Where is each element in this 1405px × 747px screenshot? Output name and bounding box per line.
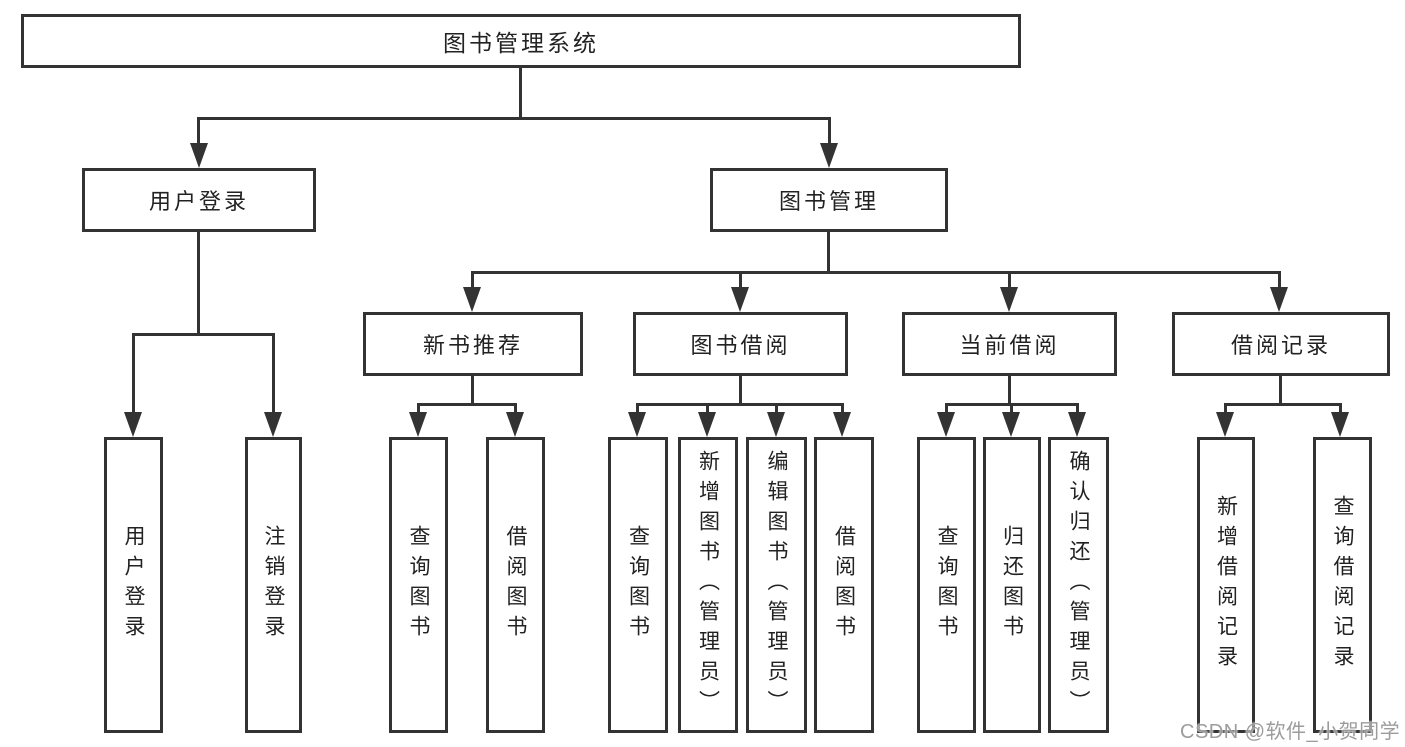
- leaf-add-borrow-record: 新增借阅记录: [1197, 437, 1255, 733]
- connector-line: [1278, 271, 1281, 291]
- arrowhead-down-icon: [1270, 287, 1288, 312]
- leaf-borrow-book: 借阅图书: [814, 437, 874, 733]
- arrowhead-down-icon: [1002, 412, 1020, 437]
- arrowhead-down-icon: [820, 143, 838, 168]
- leaf-borrow-book-recommend: 借阅图书: [486, 437, 545, 733]
- node-user-login: 用户登录: [82, 168, 316, 232]
- arrowhead-down-icon: [124, 412, 142, 437]
- connector-line: [197, 117, 831, 120]
- connector-line: [197, 232, 200, 336]
- connector-line: [471, 376, 474, 406]
- connector-line: [197, 117, 200, 147]
- connector-line: [272, 333, 275, 413]
- arrowhead-down-icon: [264, 412, 282, 437]
- connector-line: [841, 403, 844, 416]
- connector-line: [1339, 403, 1342, 416]
- leaf-query-book-borrow: 查询图书: [608, 437, 668, 733]
- arrowhead-down-icon: [628, 412, 646, 437]
- leaf-add-book-admin: 新增图书（管理员）: [678, 437, 738, 733]
- leaf-return-book: 归还图书: [983, 437, 1041, 733]
- connector-line: [828, 117, 831, 147]
- leaf-query-borrow-record: 查询借阅记录: [1313, 437, 1372, 733]
- node-borrow-records: 借阅记录: [1172, 312, 1390, 376]
- arrowhead-down-icon: [463, 287, 481, 312]
- leaf-query-book-current: 查询图书: [917, 437, 976, 733]
- connector-line: [471, 271, 1281, 274]
- connector-line: [739, 376, 742, 406]
- arrowhead-down-icon: [409, 412, 427, 437]
- connector-line: [132, 333, 275, 336]
- leaf-confirm-return-admin: 确认归还（管理员）: [1048, 437, 1109, 733]
- arrowhead-down-icon: [1331, 412, 1349, 437]
- connector-line: [417, 403, 517, 406]
- node-root-library-system: 图书管理系统: [21, 14, 1021, 68]
- node-new-book-recommend: 新书推荐: [363, 312, 583, 376]
- connector-line: [471, 271, 474, 291]
- leaf-query-book-recommend: 查询图书: [389, 437, 448, 733]
- arrowhead-down-icon: [833, 412, 851, 437]
- connector-line: [1224, 403, 1227, 416]
- leaf-logout: 注销登录: [245, 437, 302, 733]
- connector-line: [739, 271, 742, 291]
- arrowhead-down-icon: [937, 412, 955, 437]
- connector-line: [775, 403, 778, 416]
- node-current-borrow: 当前借阅: [902, 312, 1117, 376]
- connector-line: [827, 232, 830, 274]
- arrowhead-down-icon: [190, 143, 208, 168]
- connector-line: [417, 403, 420, 416]
- connector-line: [945, 403, 948, 416]
- leaf-edit-book-admin: 编辑图书（管理员）: [746, 437, 807, 733]
- node-book-borrow: 图书借阅: [633, 312, 848, 376]
- node-book-management: 图书管理: [710, 168, 948, 232]
- connector-line: [519, 68, 522, 120]
- connector-line: [132, 333, 135, 413]
- csdn-watermark: CSDN @软件_小贺同学: [1180, 721, 1401, 743]
- leaf-user-login: 用户登录: [104, 437, 163, 733]
- arrowhead-down-icon: [1000, 287, 1018, 312]
- connector-line: [1076, 403, 1079, 416]
- connector-line: [1224, 403, 1342, 406]
- connector-line: [636, 403, 844, 406]
- arrowhead-down-icon: [1068, 412, 1086, 437]
- connector-line: [1008, 376, 1011, 406]
- arrowhead-down-icon: [731, 287, 749, 312]
- connector-line: [1008, 271, 1011, 291]
- arrowhead-down-icon: [506, 412, 524, 437]
- connector-line: [636, 403, 639, 416]
- connector-line: [1279, 376, 1282, 406]
- connector-line: [1010, 403, 1013, 416]
- connector-line: [514, 403, 517, 416]
- arrowhead-down-icon: [1216, 412, 1234, 437]
- arrowhead-down-icon: [698, 412, 716, 437]
- arrowhead-down-icon: [767, 412, 785, 437]
- connector-line: [706, 403, 709, 416]
